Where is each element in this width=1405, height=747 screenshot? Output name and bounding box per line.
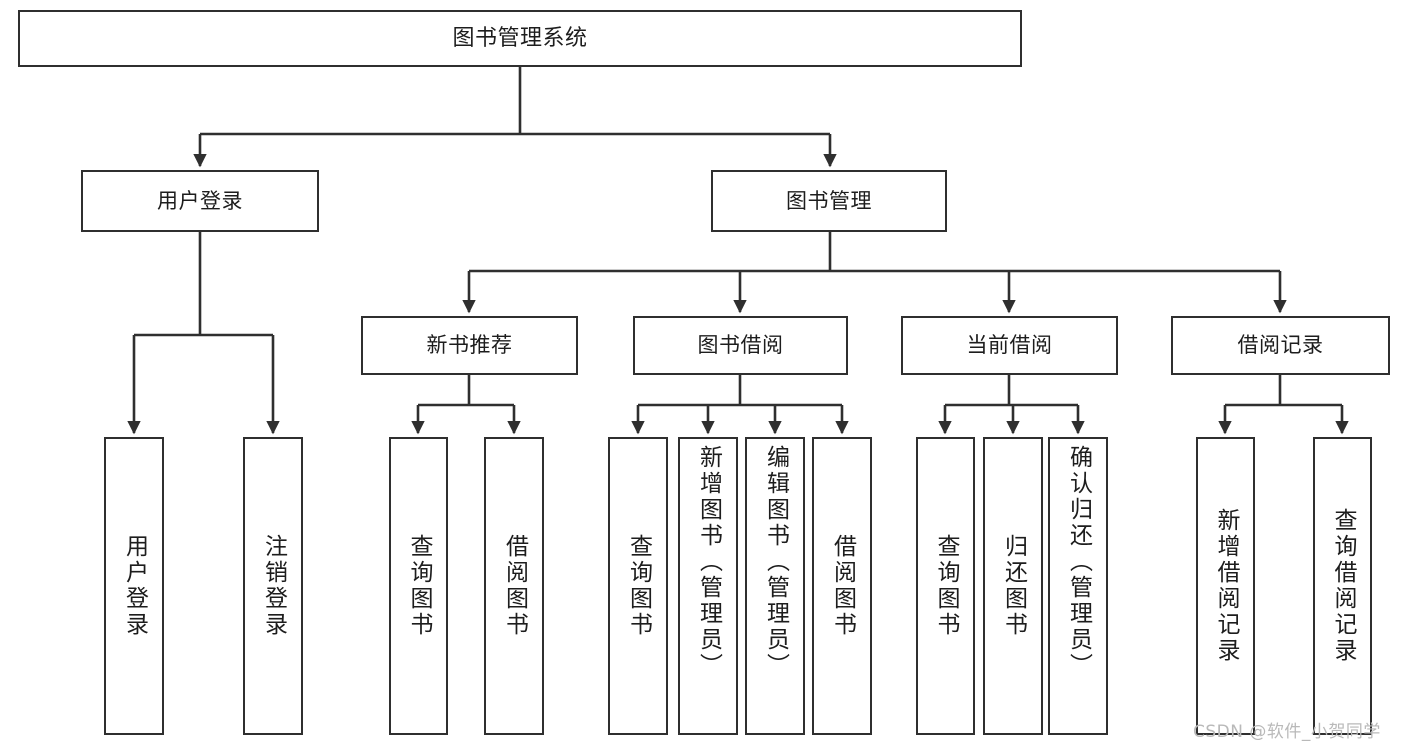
node-leaf-edit-book[interactable]: 编辑图书（管理员） <box>745 437 805 735</box>
node-book-borrow-label: 图书借阅 <box>697 333 784 358</box>
node-leaf-edit-book-label: 编辑图书（管理员） <box>762 445 789 679</box>
node-root[interactable]: 图书管理系统 <box>18 10 1022 67</box>
node-leaf-add-book[interactable]: 新增图书（管理员） <box>678 437 738 735</box>
node-new-book-recommend-label: 新书推荐 <box>426 333 513 358</box>
node-borrow-record[interactable]: 借阅记录 <box>1171 316 1390 375</box>
node-new-book-recommend[interactable]: 新书推荐 <box>361 316 578 375</box>
node-leaf-confirm-return-label: 确认归还（管理员） <box>1065 445 1092 679</box>
node-leaf-query-book-2[interactable]: 查询图书 <box>608 437 668 735</box>
node-leaf-query-book-1-label: 查询图书 <box>406 534 432 638</box>
node-leaf-user-login[interactable]: 用户登录 <box>104 437 164 735</box>
node-current-borrow[interactable]: 当前借阅 <box>901 316 1118 375</box>
node-leaf-logout-login-label: 注销登录 <box>260 534 287 638</box>
node-current-borrow-label: 当前借阅 <box>966 333 1053 358</box>
node-leaf-query-book-2-label: 查询图书 <box>625 534 652 638</box>
node-leaf-query-record[interactable]: 查询借阅记录 <box>1313 437 1372 735</box>
csdn-watermark: CSDN @软件_小贺同学 <box>1193 722 1381 742</box>
node-borrow-record-label: 借阅记录 <box>1237 333 1324 358</box>
node-book-manage-label: 图书管理 <box>786 188 872 213</box>
node-root-label: 图书管理系统 <box>452 25 588 51</box>
node-book-borrow[interactable]: 图书借阅 <box>633 316 848 375</box>
node-leaf-add-book-label: 新增图书（管理员） <box>695 445 722 679</box>
node-leaf-query-record-label: 查询借阅记录 <box>1330 508 1356 664</box>
node-leaf-borrow-book-2-label: 借阅图书 <box>829 534 856 638</box>
node-leaf-borrow-book-1[interactable]: 借阅图书 <box>484 437 544 735</box>
node-user-login-label: 用户登录 <box>157 188 243 213</box>
node-leaf-query-book-3[interactable]: 查询图书 <box>916 437 975 735</box>
node-leaf-add-record-label: 新增借阅记录 <box>1213 508 1239 664</box>
node-leaf-return-book[interactable]: 归还图书 <box>983 437 1043 735</box>
node-leaf-add-record[interactable]: 新增借阅记录 <box>1196 437 1255 735</box>
node-leaf-borrow-book-1-label: 借阅图书 <box>501 534 528 638</box>
node-book-manage[interactable]: 图书管理 <box>711 170 947 232</box>
node-leaf-query-book-3-label: 查询图书 <box>933 534 959 638</box>
node-user-login[interactable]: 用户登录 <box>81 170 319 232</box>
node-leaf-confirm-return[interactable]: 确认归还（管理员） <box>1048 437 1108 735</box>
node-leaf-logout-login[interactable]: 注销登录 <box>243 437 303 735</box>
node-leaf-return-book-label: 归还图书 <box>1000 534 1027 638</box>
node-leaf-user-login-label: 用户登录 <box>121 534 148 638</box>
node-leaf-borrow-book-2[interactable]: 借阅图书 <box>812 437 872 735</box>
node-leaf-query-book-1[interactable]: 查询图书 <box>389 437 448 735</box>
